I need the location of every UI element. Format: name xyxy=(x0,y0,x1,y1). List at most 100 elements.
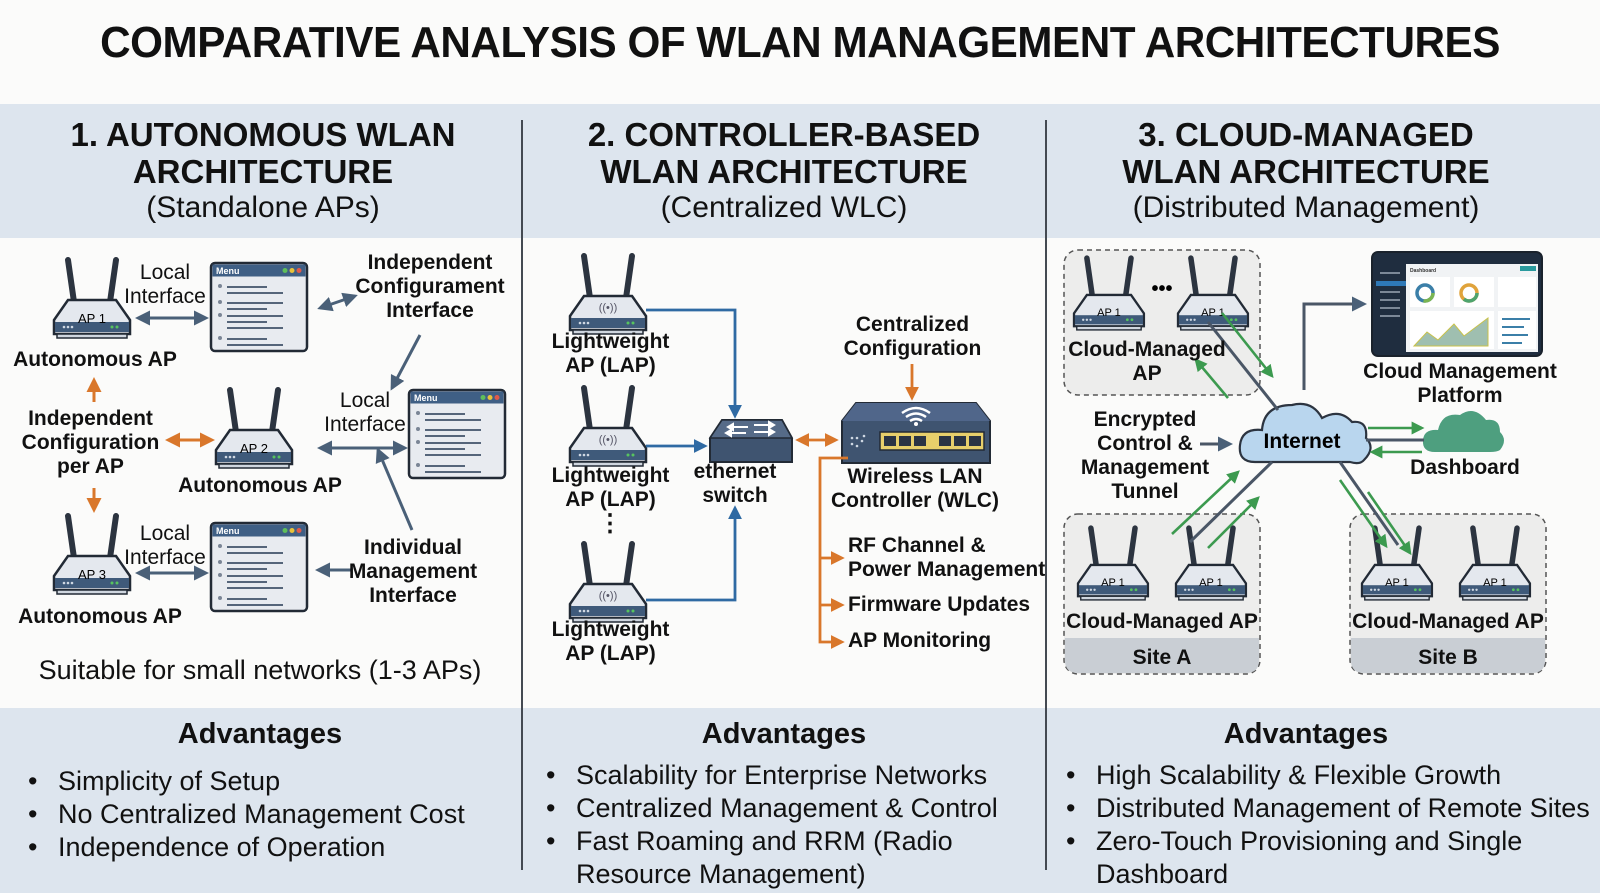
site-a-caption: Cloud-Managed AP xyxy=(1066,610,1258,633)
site-a-box xyxy=(1063,513,1261,675)
advantage-item: Centralized Management & Control xyxy=(546,792,1044,825)
uplink-arrow xyxy=(646,505,742,602)
advantages-title: Advantages xyxy=(177,718,343,750)
wlc-controller-icon xyxy=(841,402,991,464)
controller-diagram: ((•)) ((•)) ((•)) xyxy=(530,240,991,649)
advantage-item: No Centralized Management Cost xyxy=(28,798,520,831)
advantages-title: Advantages xyxy=(1223,718,1389,750)
internet-label: Internet xyxy=(1263,430,1340,453)
menu-window-icon: Menu xyxy=(209,261,309,353)
svg-text:((•)): ((•)) xyxy=(599,434,618,446)
svg-text:((•)): ((•)) xyxy=(599,590,618,602)
svg-text:((•)): ((•)) xyxy=(599,302,618,314)
ethernet-switch-icon xyxy=(708,419,794,463)
ap3-label: AP 3 xyxy=(78,567,106,582)
platform-arrow xyxy=(1302,296,1367,390)
menu-label: Menu xyxy=(216,266,240,276)
function-rf-power: RF Channel &Power Management xyxy=(848,534,1046,581)
advantage-item: Fast Roaming and RRM (Radio xyxy=(546,825,1044,858)
menu-label: Menu xyxy=(216,526,240,536)
column-divider xyxy=(521,120,523,870)
column-heading-controller: 2. CONTROLLER-BASED WLAN ARCHITECTURE (C… xyxy=(524,116,1044,226)
ap1-router-icon: AP 1 xyxy=(54,260,130,338)
link-arrow xyxy=(390,334,422,391)
site-a-router-icon: AP 1 xyxy=(1176,528,1246,600)
advantage-item: Simplicity of Setup xyxy=(28,765,520,798)
advantage-item: Zero-Touch Provisioning and Single xyxy=(1066,825,1600,858)
site-a-router-icon: AP 1 xyxy=(1078,528,1148,600)
cloud-ap-router-icon: AP 1 xyxy=(1074,258,1144,330)
advantage-item: Distributed Management of Remote Sites xyxy=(1066,792,1600,825)
ap2-router-icon: AP 2 xyxy=(216,390,292,468)
heading-line: 1. AUTONOMOUS WLAN xyxy=(70,116,456,153)
heading-line: 2. CONTROLLER-BASED xyxy=(587,116,981,153)
subheading: (Centralized WLC) xyxy=(660,191,908,224)
ellipsis: ••• xyxy=(1151,278,1172,300)
menu-window-icon: Menu xyxy=(209,521,309,613)
suitability-note: Suitable for small networks (1-3 APs) xyxy=(38,655,482,685)
lap-router-icon: ((•)) xyxy=(570,388,646,466)
column-heading-autonomous: 1. AUTONOMOUS WLAN ARCHITECTURE (Standal… xyxy=(3,116,523,226)
advantage-item: High Scalability & Flexible Growth xyxy=(1066,759,1600,792)
heading-line: WLAN ARCHITECTURE xyxy=(600,153,968,190)
advantage-item-continued: Dashboard xyxy=(1096,859,1229,889)
dashboard-cloud-icon xyxy=(1422,411,1504,452)
site-a-label: Site A xyxy=(1132,646,1192,669)
advantage-item: Scalability for Enterprise Networks xyxy=(546,759,1044,792)
heading-line: ARCHITECTURE xyxy=(132,153,394,190)
dashboard-label: Dashboard xyxy=(1410,456,1520,479)
link-arrow xyxy=(375,447,414,531)
advantages-title: Advantages xyxy=(701,718,867,750)
ap3-router-icon: AP 3 xyxy=(54,516,130,594)
svg-text:AP 1: AP 1 xyxy=(1097,307,1121,319)
tunnel-line xyxy=(1188,460,1274,544)
site-b-router-icon: AP 1 xyxy=(1460,528,1530,600)
svg-text:AP 1: AP 1 xyxy=(1201,307,1225,319)
advantage-item-continued: Resource Management) xyxy=(576,859,866,889)
tunnel-line xyxy=(1338,461,1400,546)
heading-line: WLAN ARCHITECTURE xyxy=(1122,153,1490,190)
site-b-caption: Cloud-Managed AP xyxy=(1352,610,1544,633)
advantages-autonomous: Advantages Simplicity of Setup No Centra… xyxy=(0,718,520,864)
lap-router-icon: ((•)) xyxy=(570,256,646,334)
advantage-item: Independence of Operation xyxy=(28,831,520,864)
ap-caption: Autonomous AP xyxy=(13,348,177,371)
menu-window-icon: Menu xyxy=(407,388,507,480)
column-heading-cloud: 3. CLOUD-MANAGED WLAN ARCHITECTURE (Dist… xyxy=(1046,116,1566,226)
svg-text:AP 1: AP 1 xyxy=(1101,577,1125,589)
ap2-label: AP 2 xyxy=(240,441,268,456)
subheading: (Distributed Management) xyxy=(1132,191,1480,224)
tunnel-line xyxy=(1206,321,1280,411)
site-b-label: Site B xyxy=(1418,646,1478,669)
column-divider xyxy=(1045,120,1047,870)
svg-text:AP 1: AP 1 xyxy=(1483,577,1507,589)
autonomous-diagram: AP 1 AP 2 AP 3 Menu Menu Menu xyxy=(0,240,507,613)
advantages-controller: Advantages Scalability for Enterprise Ne… xyxy=(524,718,1044,891)
function-arrow xyxy=(818,456,848,649)
svg-text:AP 1: AP 1 xyxy=(1385,577,1409,589)
ap-caption: Autonomous AP xyxy=(178,474,342,497)
cloud-ap-router-icon: AP 1 xyxy=(1178,258,1248,330)
heading-line: 3. CLOUD-MANAGED xyxy=(1138,116,1474,153)
wifi-icon xyxy=(901,406,931,423)
subheading: (Standalone APs) xyxy=(146,191,380,224)
platform-screen-title: Dashboard xyxy=(1410,268,1436,274)
cloud-diagram: AP 1 ••• AP 1 AP 1 AP 1 AP 1 AP 1 Dashbo… xyxy=(1063,249,1547,675)
top-ap-group xyxy=(1063,249,1261,396)
function-monitoring: AP Monitoring xyxy=(848,629,992,652)
cloud-platform-screen-icon: Dashboard xyxy=(1371,251,1543,357)
ap1-label: AP 1 xyxy=(78,311,106,326)
